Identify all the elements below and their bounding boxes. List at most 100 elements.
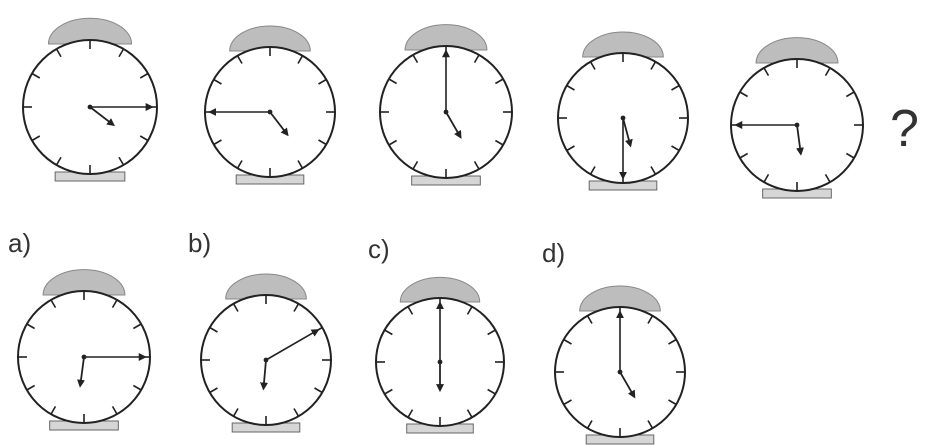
hour-tick <box>297 160 304 169</box>
hour-hand <box>619 371 636 399</box>
bell-icon <box>47 17 133 45</box>
hour-tick <box>473 160 480 170</box>
hour-tick <box>31 135 41 142</box>
clock-pivot <box>87 104 93 110</box>
option-clock-d <box>554 285 686 445</box>
clock-pivot <box>617 369 623 375</box>
hour-tick <box>647 420 654 429</box>
hour-tick <box>466 306 473 315</box>
hour-tick <box>213 78 222 85</box>
clock-pivot <box>81 354 87 360</box>
hour-tick <box>118 48 125 58</box>
option-clock-b <box>200 273 332 433</box>
hour-tick <box>739 91 749 98</box>
bell-icon <box>229 25 311 52</box>
hour-tick <box>650 61 657 70</box>
hour-tick <box>487 329 496 336</box>
hour-tick <box>293 408 300 417</box>
hour-tick <box>845 91 855 98</box>
hour-tick <box>209 387 218 394</box>
bell-icon <box>399 276 481 303</box>
hour-tick <box>318 139 327 146</box>
hour-tick <box>650 166 657 175</box>
hour-tick <box>647 315 654 324</box>
hour-tick <box>473 54 480 64</box>
hour-tick <box>236 160 243 169</box>
hour-tick <box>111 405 118 415</box>
hour-tick <box>384 388 393 395</box>
hour-tick <box>668 338 677 345</box>
option-label-c: c) <box>368 234 390 264</box>
sequence-clock-5 <box>730 37 864 199</box>
hour-tick <box>388 139 398 146</box>
hour-tick <box>232 303 239 312</box>
hour-tick <box>763 67 770 77</box>
hour-tick <box>384 329 393 336</box>
clock-pivot <box>263 357 269 363</box>
hour-tick <box>671 145 680 152</box>
hour-tick <box>209 326 218 333</box>
hour-tick <box>566 84 575 91</box>
bell-icon <box>579 285 661 312</box>
hour-tick <box>407 409 414 418</box>
hour-tick <box>293 303 300 312</box>
bell-icon <box>582 31 664 58</box>
hour-tick <box>26 323 36 330</box>
hour-tick <box>494 78 504 85</box>
hour-tick <box>50 405 57 415</box>
option-label-b: b) <box>188 228 211 258</box>
question-mark: ? <box>890 100 919 158</box>
option-clock-c <box>375 276 505 434</box>
hour-tick <box>111 299 118 309</box>
hour-tick <box>297 55 304 64</box>
hour-tick <box>586 420 593 429</box>
clock-pivot <box>794 122 800 128</box>
hour-tick <box>118 156 125 166</box>
hour-tick <box>739 152 749 159</box>
hour-hand <box>89 106 115 127</box>
hour-tick <box>388 78 398 85</box>
hour-tick <box>318 78 327 85</box>
option-label-a: a) <box>8 228 31 258</box>
hour-tick <box>132 384 142 391</box>
hour-tick <box>589 61 596 70</box>
clock-pivot <box>267 109 273 115</box>
minute-hand <box>265 329 320 361</box>
hour-hand <box>622 117 633 148</box>
hour-tick <box>213 139 222 146</box>
bell-icon <box>42 269 126 296</box>
hour-tick <box>314 387 323 394</box>
sequence-clock-2 <box>204 25 336 185</box>
hour-tick <box>55 48 62 58</box>
hour-tick <box>407 306 414 315</box>
hour-tick <box>589 166 596 175</box>
hour-hand <box>77 356 85 388</box>
hour-tick <box>232 408 239 417</box>
hour-tick <box>763 173 770 183</box>
hour-tick <box>412 54 419 64</box>
hour-tick <box>487 388 496 395</box>
bell-icon <box>755 37 839 64</box>
hour-hand <box>445 111 462 139</box>
sequence-clock-3 <box>379 24 513 186</box>
hour-tick <box>824 67 831 77</box>
hour-tick <box>494 139 504 146</box>
hour-tick <box>845 152 855 159</box>
hour-tick <box>563 338 572 345</box>
hour-tick <box>566 145 575 152</box>
hour-tick <box>466 409 473 418</box>
sequence-clock-1 <box>22 17 158 182</box>
hour-tick <box>50 299 57 309</box>
hour-tick <box>824 173 831 183</box>
hour-hand <box>796 124 804 156</box>
hour-hand <box>260 359 269 391</box>
hour-tick <box>26 384 36 391</box>
option-clock-a <box>17 269 151 431</box>
hour-tick <box>412 160 419 170</box>
bell-icon <box>225 273 307 300</box>
bell-icon <box>404 24 488 51</box>
hour-tick <box>132 323 142 330</box>
hour-tick <box>31 72 41 79</box>
hour-hand <box>269 111 289 137</box>
